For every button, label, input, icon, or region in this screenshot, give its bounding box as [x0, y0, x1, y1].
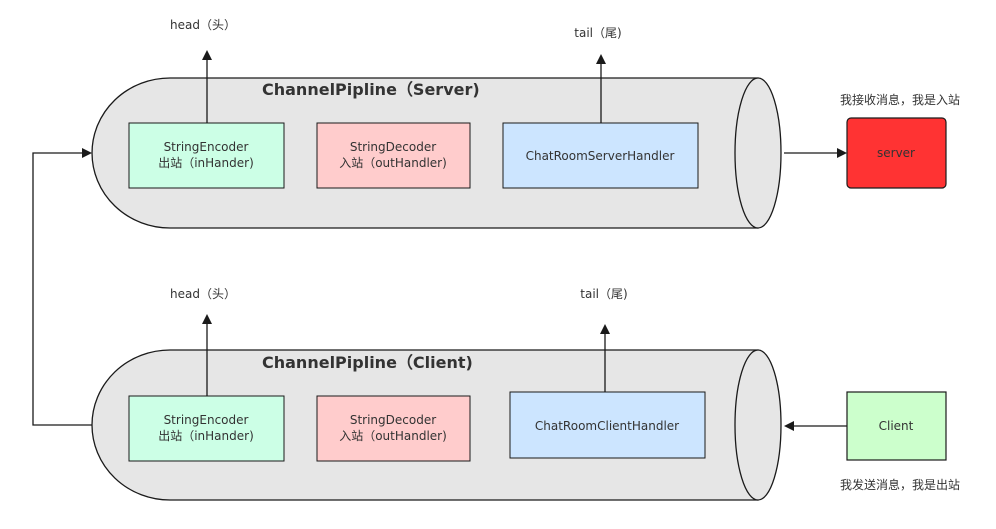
- client-head-label: head（头）: [170, 287, 236, 301]
- server-pipeline: ChannelPipline（Server) StringEncoder 出站（…: [91, 18, 782, 229]
- server-node-label: server: [877, 146, 915, 160]
- server-tail-label: tail（尾): [574, 26, 621, 40]
- server-chatroom-box: [502, 122, 699, 189]
- client-decoder-line1: StringDecoder: [350, 413, 436, 427]
- client-pipe-end: [734, 349, 782, 501]
- server-pipe-end: [734, 77, 782, 229]
- server-node-note: 我接收消息，我是入站: [840, 92, 960, 107]
- client-node-box: [846, 391, 947, 461]
- client-tail-label: tail（尾): [580, 287, 627, 301]
- server-node-box: [846, 117, 947, 189]
- server-encoder-box: [128, 122, 285, 189]
- server-handler-encoder: StringEncoder 出站（inHander): [128, 122, 285, 189]
- client-chatroom-box: [509, 391, 706, 459]
- client-pipeline-title: ChannelPipline（Client): [262, 353, 473, 372]
- server-handler-decoder: StringDecoder 入站（outHandler): [316, 122, 471, 189]
- client-handler-decoder: StringDecoder 入站（outHandler): [316, 395, 471, 462]
- client-decoder-box: [316, 395, 471, 462]
- server-encoder-line2: 出站（inHander): [158, 156, 254, 170]
- client-encoder-box: [128, 395, 285, 462]
- client-to-server-connector: [32, 148, 92, 426]
- client-handler-chatroom: ChatRoomClientHandler: [509, 391, 706, 459]
- client-node-label: Client: [879, 419, 914, 433]
- server-handler-chatroom: ChatRoomServerHandler: [502, 122, 699, 189]
- server-decoder-line1: StringDecoder: [350, 140, 436, 154]
- client-node: Client 我发送消息，我是出站: [784, 391, 960, 492]
- client-encoder-line1: StringEncoder: [164, 413, 249, 427]
- client-encoder-line2: 出站（inHander): [158, 429, 254, 443]
- server-encoder-line1: StringEncoder: [164, 140, 249, 154]
- client-node-note: 我发送消息，我是出站: [840, 477, 960, 492]
- server-pipeline-title: ChannelPipline（Server): [262, 80, 480, 99]
- server-decoder-line2: 入站（outHandler): [339, 156, 447, 170]
- client-decoder-line2: 入站（outHandler): [339, 429, 447, 443]
- client-pipeline: ChannelPipline（Client) StringEncoder 出站（…: [91, 287, 782, 501]
- server-chatroom-line1: ChatRoomServerHandler: [526, 149, 675, 163]
- client-chatroom-line1: ChatRoomClientHandler: [535, 419, 679, 433]
- server-node: server 我接收消息，我是入站: [784, 92, 960, 189]
- server-head-label: head（头）: [170, 18, 236, 32]
- server-decoder-box: [316, 122, 471, 189]
- client-handler-encoder: StringEncoder 出站（inHander): [128, 395, 285, 462]
